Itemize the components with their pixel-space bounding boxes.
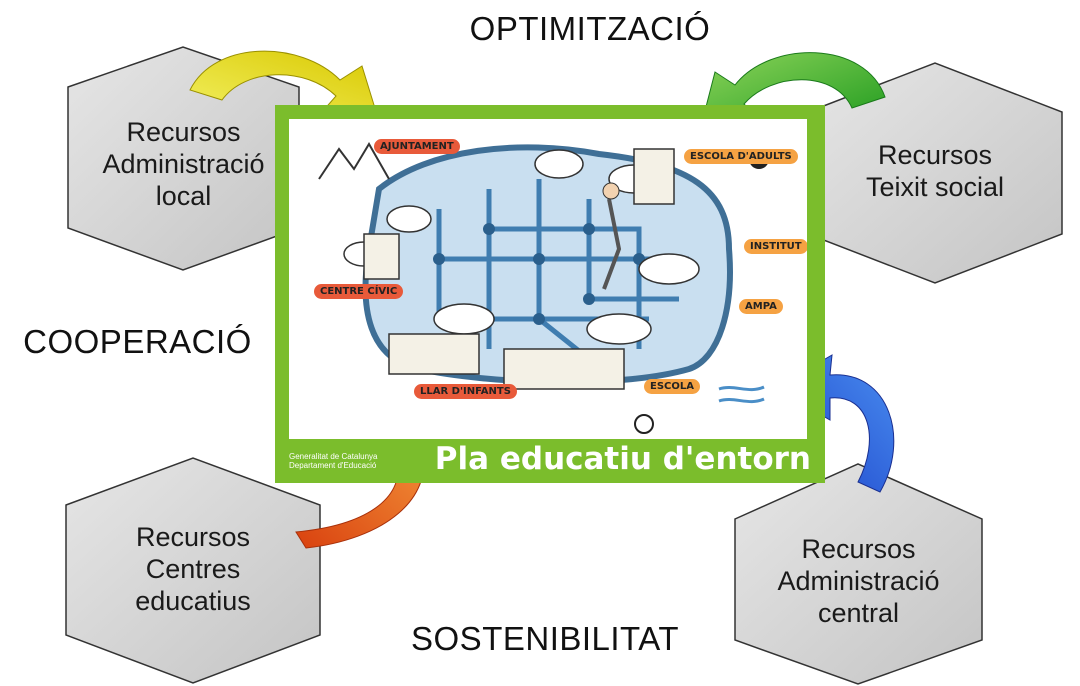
hex-local-line-3: local — [155, 180, 212, 211]
poster-logo: Generalitat de Catalunya Departament d'E… — [289, 453, 378, 471]
hexagon-local-label: Recursos Administració local — [68, 117, 299, 213]
principle-cooperacio: COOPERACIÓ — [23, 323, 252, 360]
city-illustration — [318, 142, 769, 434]
hexagon-schools-label: Recursos Centres educatius — [66, 522, 320, 618]
tag-escola: ESCOLA — [644, 379, 700, 394]
tag-llar-infants: LLAR D'INFANTS — [414, 384, 517, 399]
hex-social-line-2: Teixit social — [865, 171, 1005, 202]
principle-optimitzacio: OPTIMITZACIÓ — [469, 10, 711, 47]
tag-ajuntament: AJUNTAMENT — [374, 139, 460, 154]
arrow-yellow-icon — [189, 50, 379, 119]
hexagon-central-label: Recursos Administració central — [735, 534, 982, 630]
hexagon-schools — [65, 457, 321, 684]
hex-central-line-2: Administració — [777, 565, 940, 596]
hex-local-line-1: Recursos — [126, 117, 241, 147]
poster-pla-educatiu: AJUNTAMENT ESCOLA D'ADULTS INSTITUT CENT… — [275, 105, 825, 483]
tag-escola-adults: ESCOLA D'ADULTS — [684, 149, 798, 164]
hexagon-central — [734, 463, 983, 685]
tag-ampa: AMPA — [739, 299, 783, 314]
hex-social-line-1: Recursos — [877, 140, 993, 170]
hex-schools-line-2: Centres — [145, 553, 241, 584]
hex-central-line-3: central — [817, 597, 900, 628]
principle-sostenibilitat: SOSTENIBILITAT — [411, 620, 679, 657]
hex-schools-line-3: educatius — [135, 585, 251, 616]
logo-line-1: Generalitat de Catalunya — [289, 452, 378, 462]
poster-illustration: AJUNTAMENT ESCOLA D'ADULTS INSTITUT CENT… — [289, 119, 807, 439]
tag-centre-civic: CENTRE CÍVIC — [314, 284, 404, 299]
hex-schools-line-1: Recursos — [135, 522, 251, 552]
hexagon-social-label: Recursos Teixit social — [808, 140, 1062, 204]
hex-local-line-2: Administració — [102, 148, 265, 179]
logo-line-2: Departament d'Educació — [289, 461, 377, 471]
poster-title: Pla educatiu d'entorn — [434, 441, 811, 477]
hex-central-line-1: Recursos — [801, 534, 916, 564]
tag-institut: INSTITUT — [744, 239, 807, 254]
